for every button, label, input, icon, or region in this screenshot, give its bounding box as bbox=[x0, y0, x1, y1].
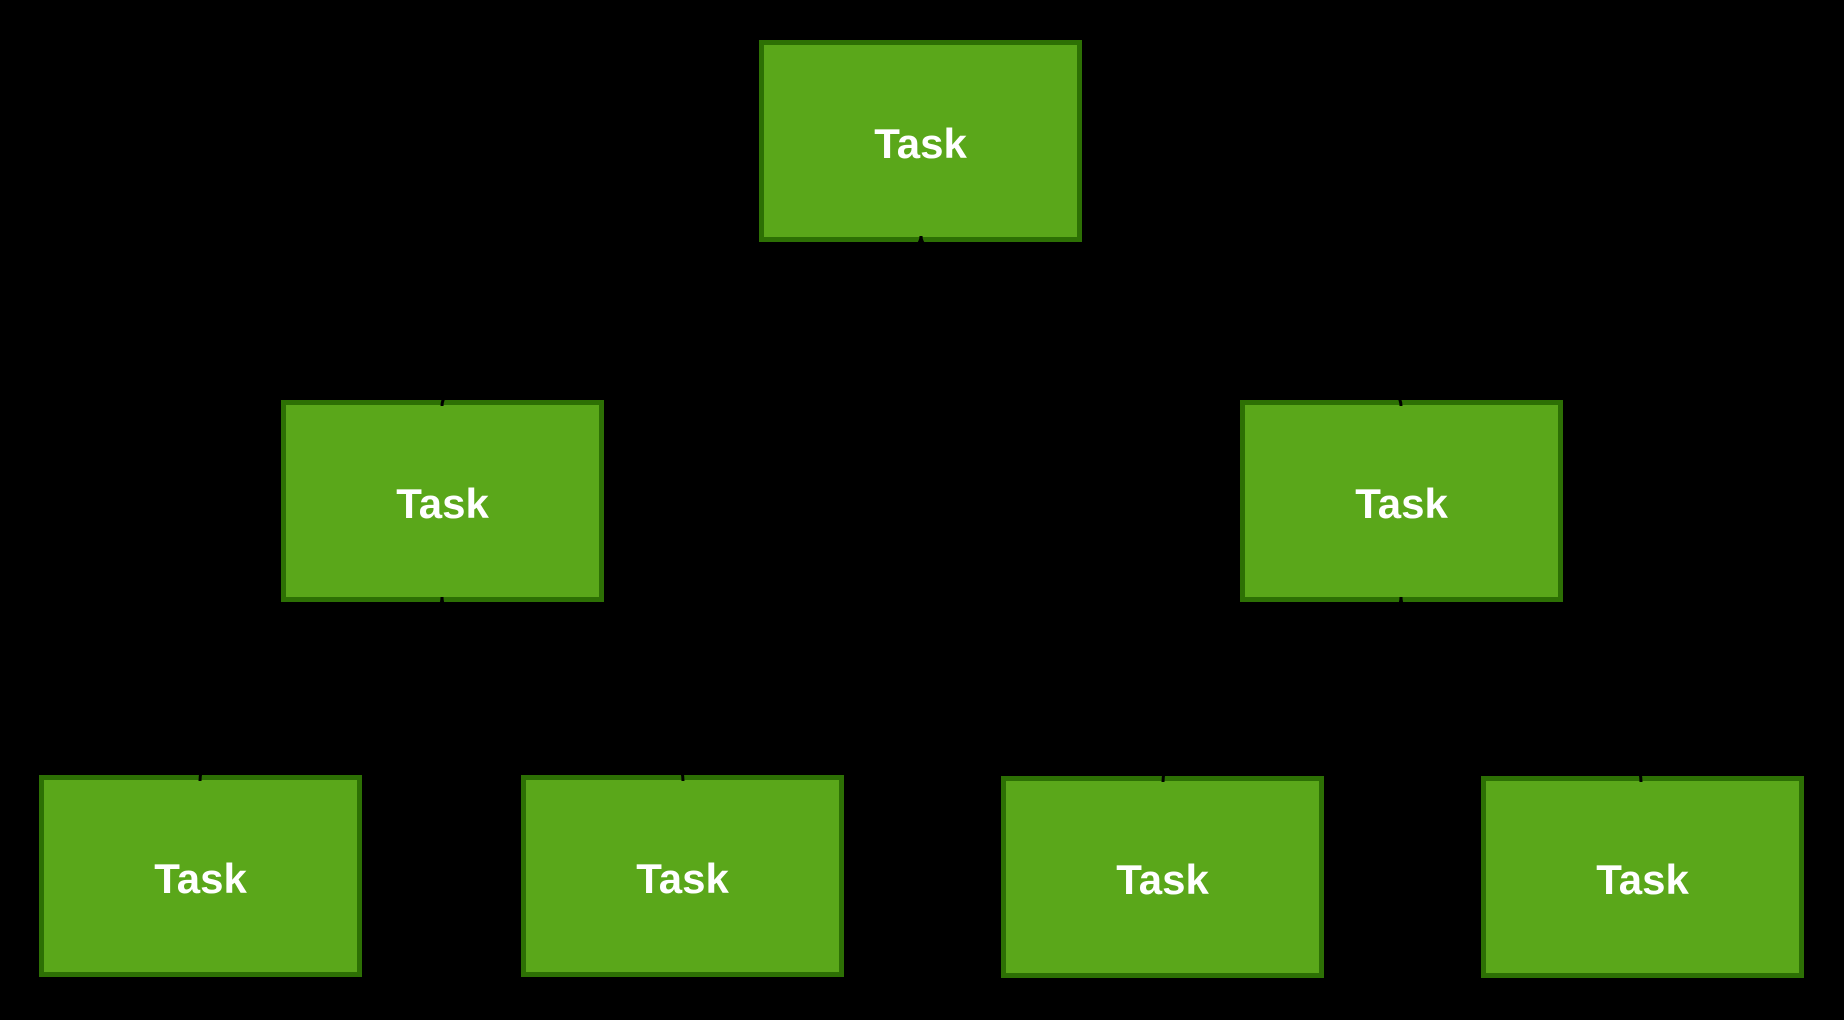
edge-midright-bottom4 bbox=[1399, 596, 1643, 783]
task-node-bottom-2: Task bbox=[521, 775, 844, 977]
node-label: Task bbox=[874, 120, 967, 167]
node-label: Task bbox=[1116, 856, 1209, 903]
node-label: Task bbox=[154, 855, 247, 902]
task-node-root: Task bbox=[759, 40, 1082, 242]
task-node-mid-left: Task bbox=[281, 400, 604, 602]
task-node-bottom-4: Task bbox=[1481, 776, 1804, 978]
task-node-bottom-1: Task bbox=[39, 775, 362, 977]
node-label: Task bbox=[1596, 856, 1689, 903]
edge-midleft-bottom2 bbox=[440, 596, 685, 782]
edge-midleft-bottom1 bbox=[198, 596, 444, 782]
edge-root-midright bbox=[919, 235, 1403, 407]
node-label: Task bbox=[396, 480, 489, 527]
node-label: Task bbox=[636, 855, 729, 902]
edge-midright-bottom3 bbox=[1161, 596, 1403, 783]
task-node-mid-right: Task bbox=[1240, 400, 1563, 602]
edge-root-midleft bbox=[440, 235, 923, 407]
node-label: Task bbox=[1355, 480, 1448, 527]
task-node-bottom-3: Task bbox=[1001, 776, 1324, 978]
